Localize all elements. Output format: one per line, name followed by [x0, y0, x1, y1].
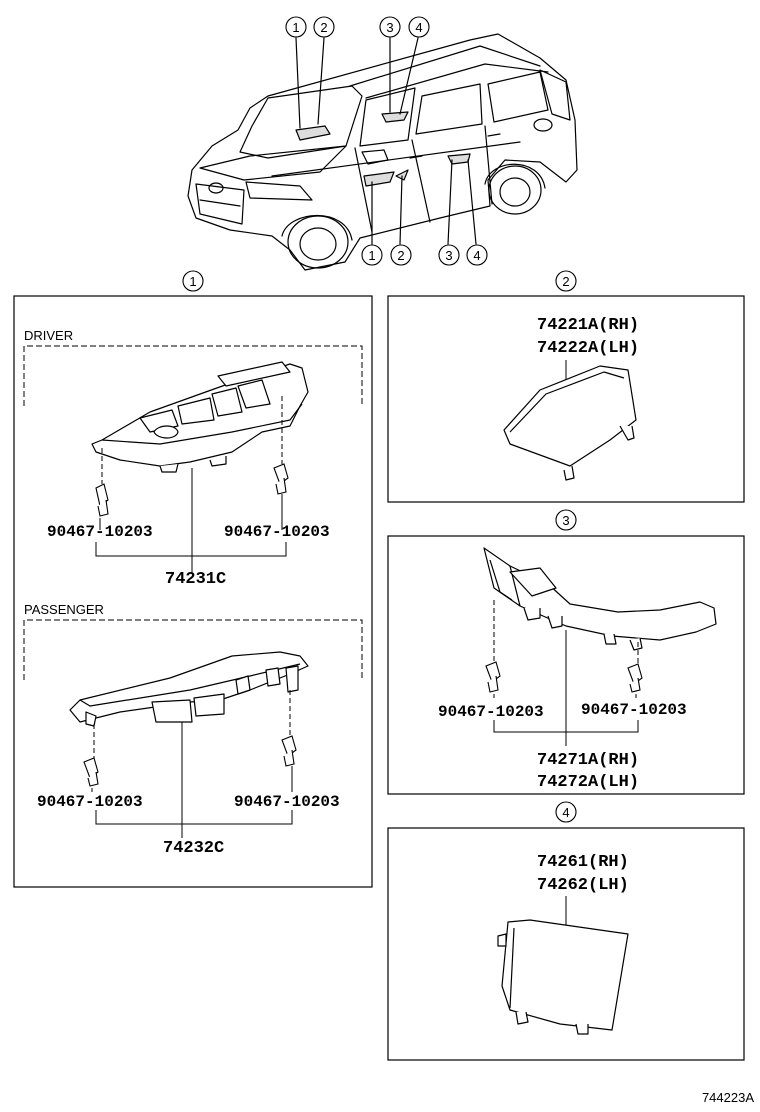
section-1-marker: 1 [189, 274, 196, 289]
driver-leaders [95, 396, 287, 574]
section-2: 2 74221A(RH) 74222A(LH) [387, 270, 745, 503]
section-3-clip-left-label: 90467-10203 [438, 703, 544, 721]
section-1: 1 DRIVER [13, 270, 373, 888]
section-3: 3 90467-10203 90467-10203 7 [387, 509, 745, 795]
driver-bracket [23, 345, 363, 406]
section-3-part-rh: 74271A(RH) [537, 751, 639, 770]
driver-part-number: 74231C [165, 570, 226, 589]
section-2-marker: 2 [562, 274, 569, 289]
callout-bottom-2: 2 [397, 248, 404, 263]
vehicle-callouts-bottom: 1 2 3 4 [361, 244, 488, 266]
vehicle-callouts-top: 1 2 3 4 [285, 16, 430, 38]
section-2-frame [387, 295, 745, 503]
driver-clip-left-label: 90467-10203 [47, 523, 153, 541]
callout-top-2: 2 [320, 20, 327, 35]
passenger-leaders [91, 690, 293, 838]
passenger-bracket [23, 619, 363, 680]
section-3-part-lh: 74272A(LH) [537, 773, 639, 792]
section-4-part-lh: 74262(LH) [537, 876, 629, 895]
section-3-trim [483, 547, 717, 651]
driver-switch-base [91, 361, 309, 473]
section-3-clips [485, 661, 643, 693]
callout-bottom-4: 4 [473, 248, 480, 263]
passenger-clip-right-label: 90467-10203 [234, 793, 340, 811]
callout-top-1: 1 [292, 20, 299, 35]
section-1-frame [13, 295, 373, 888]
section-3-marker: 3 [562, 513, 569, 528]
passenger-clips [83, 735, 297, 787]
section-3-clip-right-label: 90467-10203 [581, 701, 687, 719]
driver-clip-right-label: 90467-10203 [224, 523, 330, 541]
vehicle-illustration [187, 33, 578, 271]
section-4-marker: 4 [562, 805, 569, 820]
passenger-label: PASSENGER [24, 602, 104, 617]
section-4-panel [497, 919, 629, 1035]
figure-id: 744223A [702, 1090, 754, 1105]
driver-clips [95, 463, 289, 517]
section-3-leaders [493, 600, 639, 746]
section-2-bezel [503, 365, 637, 481]
section-4-frame [387, 827, 745, 1061]
passenger-part-number: 74232C [163, 839, 224, 858]
section-4-part-rh: 74261(RH) [537, 853, 629, 872]
callout-top-4: 4 [415, 20, 422, 35]
callout-bottom-3: 3 [445, 248, 452, 263]
section-3-frame [387, 535, 745, 795]
driver-label: DRIVER [24, 328, 73, 343]
section-4: 4 74261(RH) 74262(LH) [387, 801, 745, 1061]
passenger-clip-left-label: 90467-10203 [37, 793, 143, 811]
callout-bottom-1: 1 [368, 248, 375, 263]
section-2-part-rh: 74221A(RH) [537, 316, 639, 335]
passenger-switch-base [69, 651, 309, 727]
section-2-part-lh: 74222A(LH) [537, 339, 639, 358]
callout-top-3: 3 [386, 20, 393, 35]
